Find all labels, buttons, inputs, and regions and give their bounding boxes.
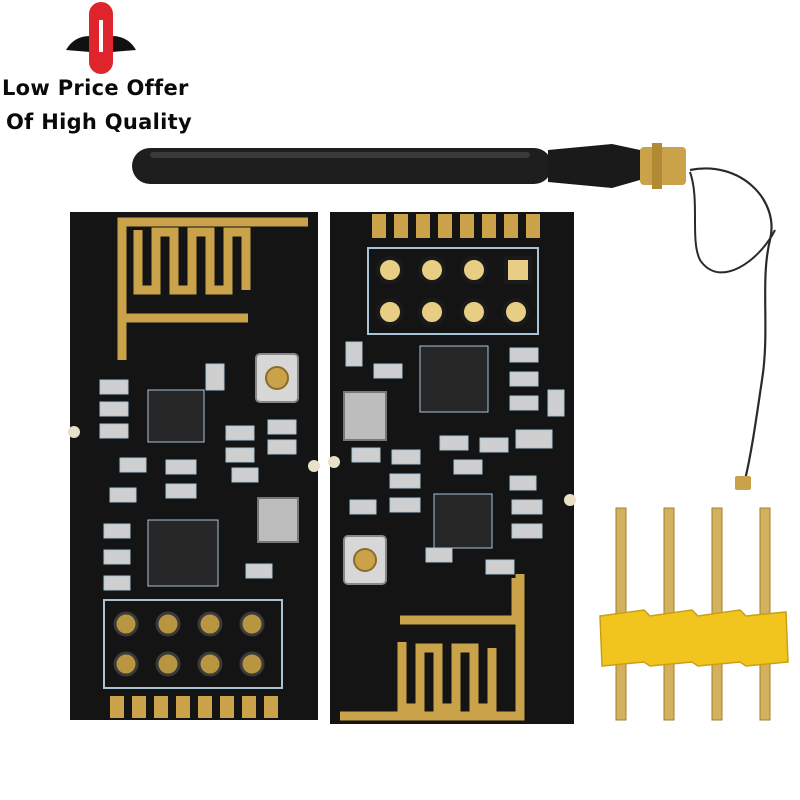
right-pin-holes xyxy=(376,256,532,326)
right-chip-1 xyxy=(419,345,489,413)
left-pcb-module xyxy=(68,212,320,720)
logo-left-wing xyxy=(66,36,90,52)
antenna-cable-loop xyxy=(689,171,776,274)
right-pcb-module xyxy=(328,212,576,724)
right-pcb-trace-antenna xyxy=(340,574,525,721)
right-pin-block-outline xyxy=(367,247,539,335)
left-edge-pads xyxy=(110,696,278,718)
right-chip-2 xyxy=(433,493,493,549)
left-chip-2 xyxy=(147,519,219,587)
ufl-plug xyxy=(735,476,751,490)
left-crystal xyxy=(257,497,299,543)
header-plastic xyxy=(599,609,789,667)
sma-connector-ring xyxy=(652,143,662,189)
left-chip-1 xyxy=(147,389,205,443)
antenna-hinge xyxy=(548,144,640,188)
slogan-line-1: Low Price Offer xyxy=(2,76,189,100)
logo-right-wing xyxy=(112,36,136,52)
logo-white-stripe xyxy=(99,20,103,52)
left-smd-parts xyxy=(99,363,297,591)
antenna-cable xyxy=(689,167,773,481)
sma-connector xyxy=(640,147,686,185)
pin-header xyxy=(599,507,789,721)
right-edge-pads xyxy=(372,214,540,238)
right-smd-parts xyxy=(345,341,565,575)
brand-logo xyxy=(66,2,136,74)
antenna-highlight xyxy=(150,152,530,158)
left-pin-block-outline xyxy=(103,599,283,689)
left-pcb-trace-antenna xyxy=(117,217,308,360)
slogan-line-2: Of High Quality xyxy=(6,110,192,134)
antenna xyxy=(132,143,776,490)
left-pin-holes xyxy=(113,611,265,677)
right-crystal xyxy=(343,391,387,441)
